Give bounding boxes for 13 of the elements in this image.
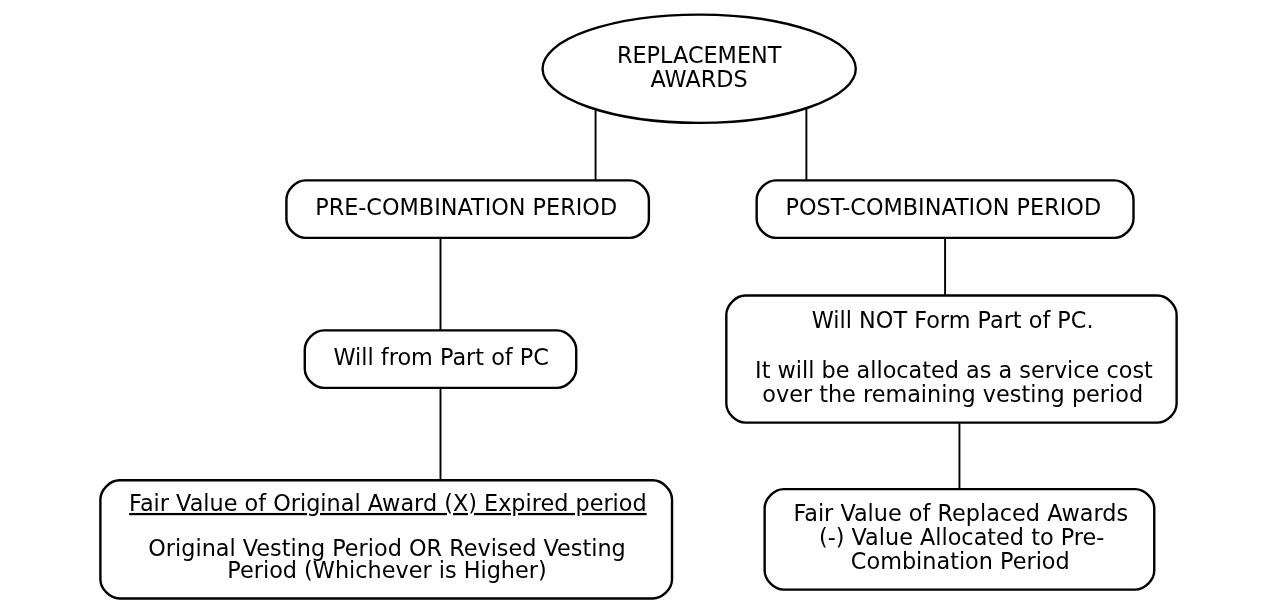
connector bbox=[958, 421, 961, 490]
connector bbox=[439, 387, 442, 481]
node-box: Fair Value of Original Award (X) Expired period Original Vesting Period OR Revised Vesting Period (Whichever is Higher) bbox=[99, 479, 674, 600]
connector bbox=[594, 109, 597, 182]
connector bbox=[805, 107, 808, 182]
node-box: Will NOT Form Part of PC. It will be allocated as a service cost over the remaining vesting period bbox=[725, 294, 1178, 424]
connector bbox=[944, 237, 947, 297]
node-ellipse: REPLACEMENT AWARDS bbox=[541, 13, 857, 125]
node-box: PRE-COMBINATION PERIOD bbox=[285, 179, 651, 240]
node-box: POST-COMBINATION PERIOD bbox=[755, 179, 1135, 240]
connector bbox=[439, 237, 442, 332]
node-box: Will from Part of PC bbox=[303, 329, 578, 390]
node-box: Fair Value of Replaced Awards (-) Value Allocated to Pre-Combination Period bbox=[763, 487, 1156, 591]
